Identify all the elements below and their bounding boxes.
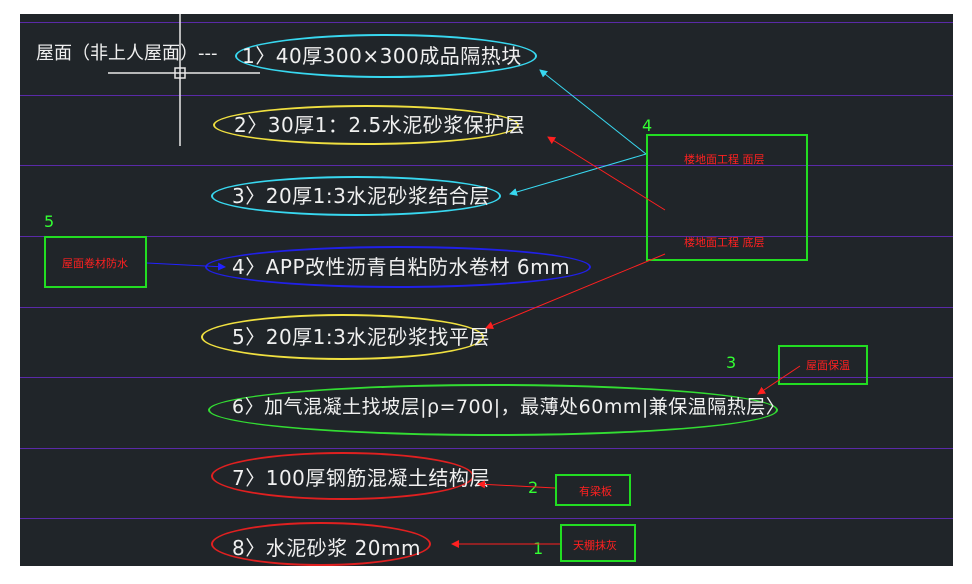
grid-line <box>20 95 953 96</box>
slab-with-beam-label: 有梁板 <box>579 485 612 498</box>
ceiling-plaster-label: 天棚抹灰 <box>573 539 617 552</box>
grid-line <box>20 236 953 237</box>
layer-2-ellipse <box>213 105 519 145</box>
arrow-to-layer-3 <box>509 153 647 196</box>
ceiling-plaster-box[interactable] <box>560 524 636 562</box>
arrow-to-layer-2 <box>547 136 666 211</box>
arrow-to-layer-1 <box>539 69 647 155</box>
layer-6-label[interactable]: 6〉加气混凝土找坡层|ρ=700|，最薄处60mm|兼保温隔热层〉 <box>232 396 786 418</box>
layer-8-ellipse <box>211 522 431 566</box>
layer-4-ellipse <box>205 246 591 288</box>
arrow-to-layer-6 <box>757 365 801 395</box>
roof-waterproof-box[interactable] <box>44 236 147 288</box>
number-3-label: 3 <box>726 353 737 372</box>
floor-works-bottom-label: 楼地面工程 底层 <box>684 236 765 249</box>
arrow-to-layer-4 <box>146 262 226 271</box>
roof-insulation-box[interactable] <box>778 345 868 385</box>
grid-line <box>20 518 953 519</box>
number-1-label: 1 <box>533 539 544 558</box>
grid-line <box>20 22 953 23</box>
cad-drawing-canvas[interactable]: 屋面（非上人屋面）--- 1〉40厚300×300成品隔热块 2〉30厚1：2.… <box>20 14 953 566</box>
leader-arrows <box>146 69 801 548</box>
floor-works-box[interactable] <box>646 134 808 261</box>
crosshair-cursor-icon <box>108 14 260 146</box>
layer-8-label[interactable]: 8〉水泥砂浆 20mm <box>232 536 421 560</box>
layer-3-ellipse <box>211 176 501 216</box>
slab-with-beam-box[interactable] <box>555 474 631 506</box>
roof-insulation-label: 屋面保温 <box>806 359 850 372</box>
layer-5-label[interactable]: 5〉20厚1:3水泥砂浆找平层 <box>232 325 490 349</box>
layer-1-label[interactable]: 1〉40厚300×300成品隔热块 <box>242 44 522 68</box>
number-5-label: 5 <box>44 212 55 231</box>
grid-line <box>20 307 953 308</box>
layer-3-label[interactable]: 3〉20厚1:3水泥砂浆结合层 <box>232 184 490 208</box>
number-4-label: 4 <box>642 116 653 135</box>
arrow-to-layer-5 <box>485 253 666 330</box>
grid-line <box>20 165 953 166</box>
number-2-label: 2 <box>528 478 539 497</box>
floor-works-top-label: 楼地面工程 面层 <box>684 153 765 166</box>
layer-7-label[interactable]: 7〉100厚钢筋混凝土结构层 <box>232 466 490 490</box>
layer-5-ellipse <box>201 314 484 360</box>
arrow-to-layer-7 <box>477 480 556 489</box>
roof-type-title: 屋面（非上人屋面）--- <box>36 43 218 64</box>
layer-7-ellipse <box>211 452 474 500</box>
layer-1-ellipse <box>235 34 537 78</box>
layer-2-label[interactable]: 2〉30厚1：2.5水泥砂浆保护层 <box>234 113 526 137</box>
grid-line <box>20 377 953 378</box>
layer-6-ellipse <box>208 384 778 436</box>
layer-4-label[interactable]: 4〉APP改性沥青自粘防水卷材 6mm <box>232 255 571 279</box>
roof-waterproof-label: 屋面卷材防水 <box>62 257 128 270</box>
grid-line <box>20 448 953 449</box>
